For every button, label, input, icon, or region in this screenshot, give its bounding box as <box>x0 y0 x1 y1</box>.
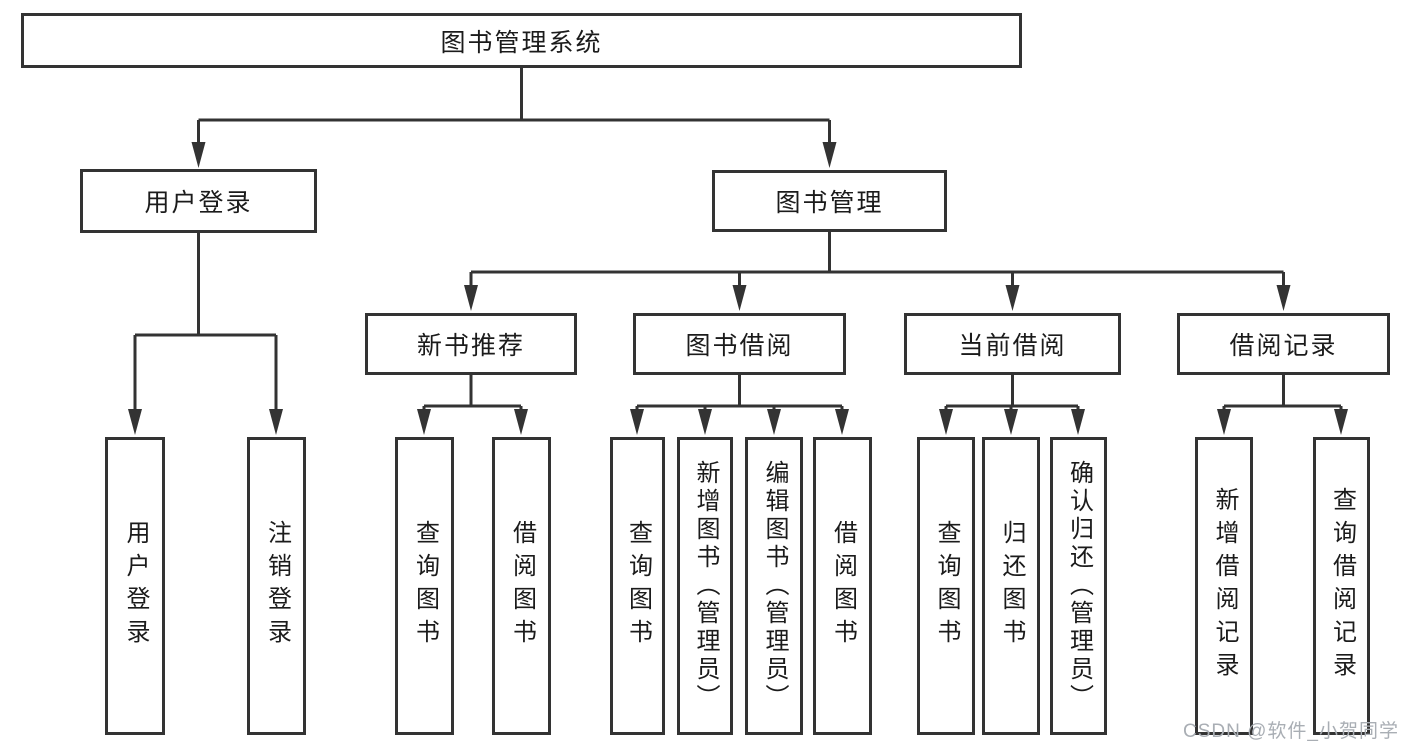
node-new-book-recommend: 新书推荐 <box>365 313 577 375</box>
arrowhead-icon <box>767 409 781 435</box>
node-current-borrow-label: 当前借阅 <box>958 332 1067 360</box>
arrowhead-icon <box>1334 409 1348 435</box>
node-new-book-recommend-label: 新书推荐 <box>416 332 525 360</box>
arrowhead-icon <box>732 285 747 311</box>
node-current-borrow: 当前借阅 <box>904 313 1121 375</box>
arrowhead-icon <box>698 409 712 435</box>
node-leaf-current-query-book: 查询图书 <box>917 437 975 735</box>
arrowhead-icon <box>464 285 478 311</box>
node-leaf-add-book-admin-label: 新增图书（管理员） <box>692 460 719 712</box>
node-leaf-return-book: 归还图书 <box>982 437 1040 735</box>
node-leaf-return-book-label: 归还图书 <box>998 520 1025 652</box>
csdn-watermark: CSDN @软件_小贺同学 <box>1183 721 1399 742</box>
node-leaf-add-borrow-record-label: 新增借阅记录 <box>1211 487 1238 685</box>
node-leaf-query-borrow-record-label: 查询借阅记录 <box>1328 487 1356 685</box>
node-leaf-confirm-return-admin-label: 确认归还（管理员） <box>1065 460 1093 712</box>
arrowhead-icon <box>1276 285 1291 311</box>
node-leaf-borrow-query-book-label: 查询图书 <box>624 520 652 652</box>
node-leaf-borrow-book: 借阅图书 <box>813 437 872 735</box>
node-leaf-borrow-query-book: 查询图书 <box>610 437 665 735</box>
node-leaf-current-query-book-label: 查询图书 <box>933 520 960 652</box>
arrowhead-icon <box>835 409 849 435</box>
node-leaf-confirm-return-admin: 确认归还（管理员） <box>1050 437 1107 735</box>
node-book-management-label: 图书管理 <box>775 189 884 217</box>
node-leaf-user-login: 用户登录 <box>105 437 165 735</box>
node-leaf-add-book-admin: 新增图书（管理员） <box>677 437 733 735</box>
node-leaf-query-borrow-record: 查询借阅记录 <box>1313 437 1370 735</box>
arrowhead-icon <box>939 409 953 435</box>
node-book-borrow-label: 图书借阅 <box>685 332 794 360</box>
node-user-login: 用户登录 <box>80 169 317 233</box>
node-leaf-edit-book-admin: 编辑图书（管理员） <box>745 437 803 735</box>
node-leaf-recommend-query-book: 查询图书 <box>395 437 454 735</box>
node-book-management: 图书管理 <box>712 170 947 232</box>
node-leaf-borrow-book-label: 借阅图书 <box>829 520 857 652</box>
node-leaf-edit-book-admin-label: 编辑图书（管理员） <box>761 460 788 712</box>
node-leaf-recommend-borrow-book: 借阅图书 <box>492 437 551 735</box>
node-leaf-logout-label: 注销登录 <box>263 520 291 652</box>
node-user-login-label: 用户登录 <box>144 189 253 217</box>
arrowhead-icon <box>191 142 206 168</box>
arrowhead-icon <box>514 409 528 435</box>
arrowhead-icon <box>1071 409 1085 435</box>
arrowheads <box>128 142 1348 435</box>
node-borrow-records-label: 借阅记录 <box>1229 332 1338 360</box>
node-book-borrow: 图书借阅 <box>633 313 846 375</box>
node-root-label: 图书管理系统 <box>440 28 603 57</box>
arrowhead-icon <box>128 409 142 435</box>
node-leaf-user-login-label: 用户登录 <box>122 520 149 652</box>
arrowhead-icon <box>630 409 644 435</box>
arrowhead-icon <box>1005 285 1020 311</box>
node-borrow-records: 借阅记录 <box>1177 313 1390 375</box>
arrowhead-icon <box>1004 409 1018 435</box>
node-root: 图书管理系统 <box>21 13 1022 68</box>
node-leaf-add-borrow-record: 新增借阅记录 <box>1195 437 1253 735</box>
node-leaf-recommend-borrow-book-label: 借阅图书 <box>508 520 536 652</box>
arrowhead-icon <box>1217 409 1231 435</box>
arrowhead-icon <box>269 409 283 435</box>
node-leaf-recommend-query-book-label: 查询图书 <box>411 520 439 652</box>
arrowhead-icon <box>822 142 837 168</box>
arrowhead-icon <box>417 409 431 435</box>
node-leaf-logout: 注销登录 <box>247 437 306 735</box>
connector-strokes <box>133 68 1343 414</box>
